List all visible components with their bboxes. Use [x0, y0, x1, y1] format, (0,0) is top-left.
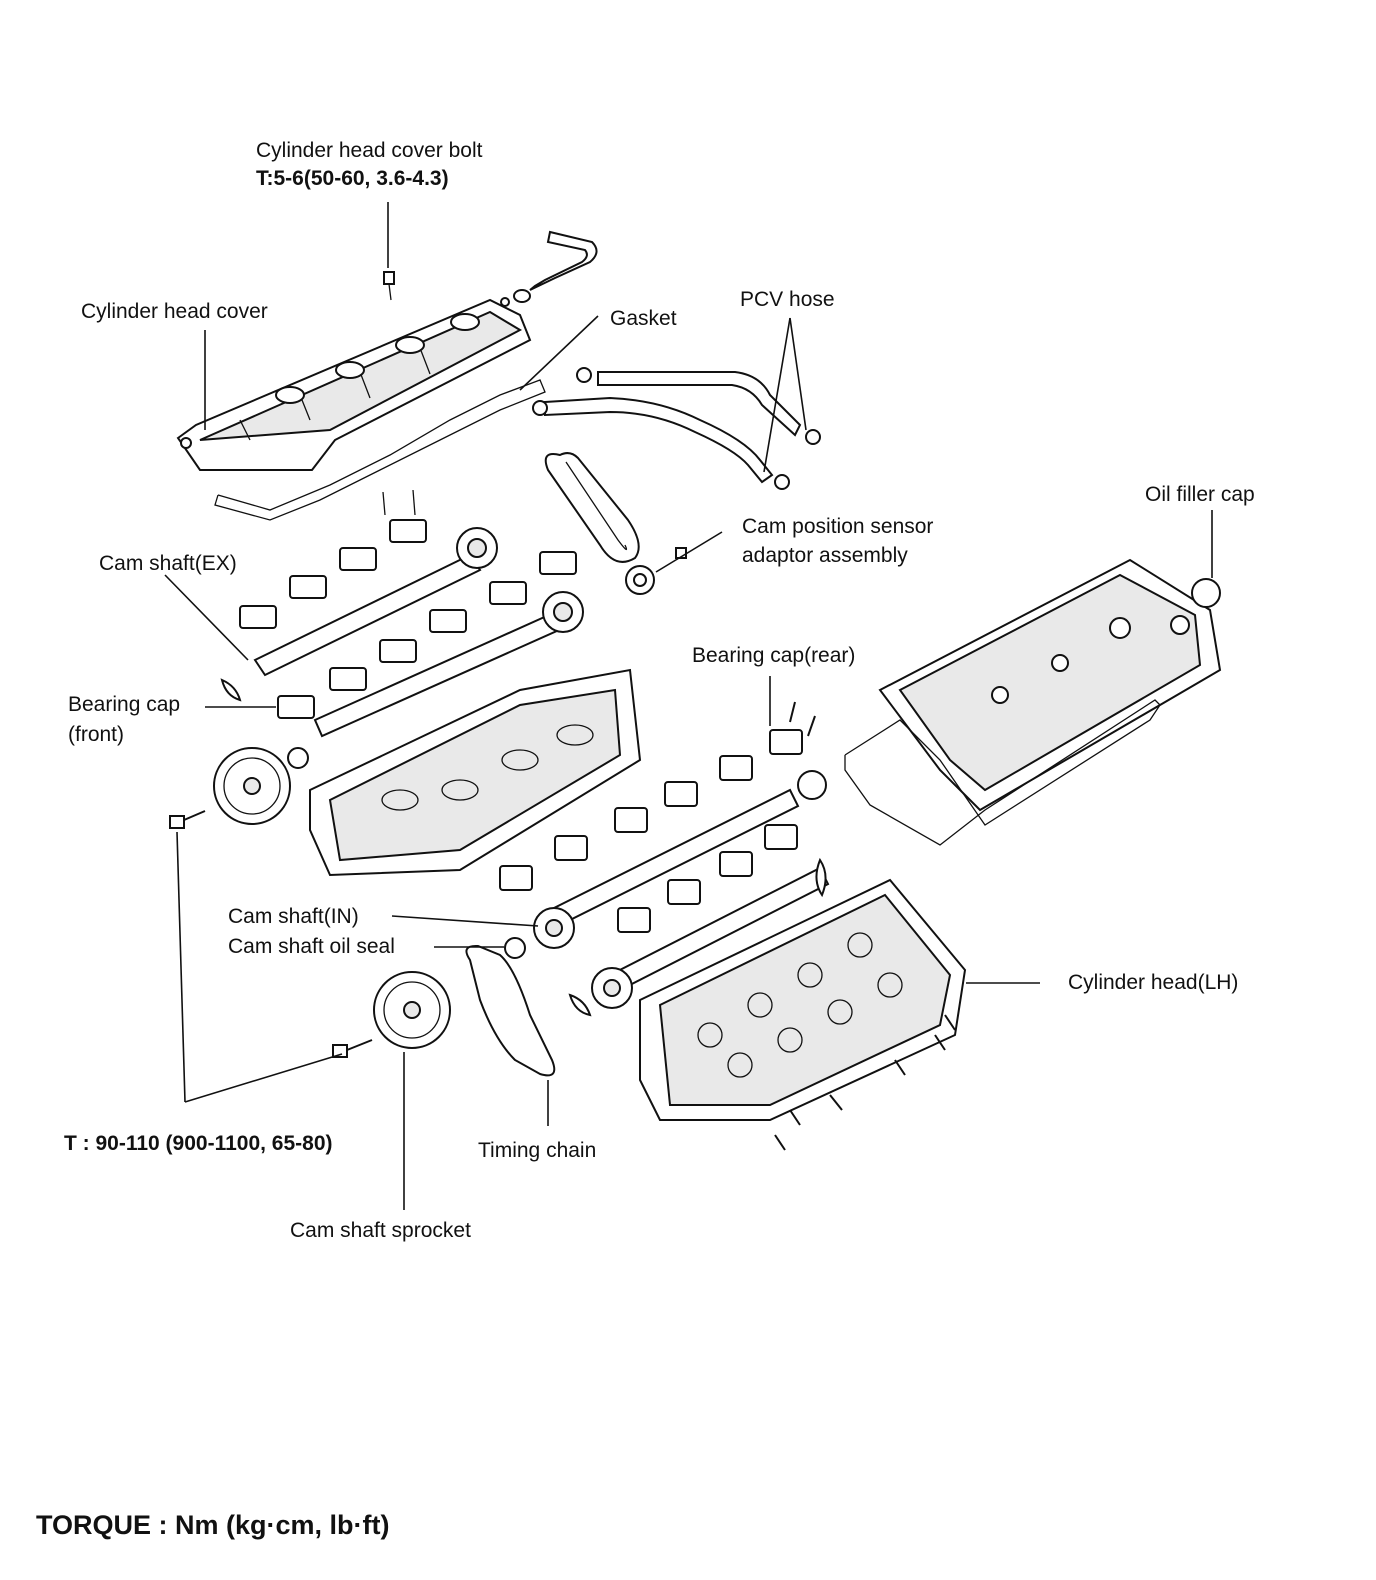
oil-filler-cap-icon — [1191, 578, 1221, 608]
cylinder-head-lh — [639, 878, 967, 1121]
breather-hose — [529, 230, 598, 291]
label-cam-sensor-1: Cam position sensor — [742, 515, 934, 538]
gasket-rh — [214, 379, 546, 521]
leader-lines — [164, 202, 1213, 1210]
camshaft-sprocket-lower — [373, 971, 451, 1049]
head-bolts-lh — [774, 1014, 956, 1151]
label-camshaft-oil-seal: Cam shaft oil seal — [228, 935, 395, 958]
cylinder-head-rh — [309, 668, 642, 877]
bearing-cap-rear-bolts — [789, 701, 816, 737]
cylinder-head-cover-lh — [878, 558, 1222, 812]
label-head-cover: Cylinder head cover — [81, 300, 268, 323]
cam-sensor-adaptor — [625, 547, 687, 595]
label-cam-sensor-2: adaptor assembly — [742, 544, 908, 567]
sprocket-in-small — [533, 907, 633, 1009]
torque-units-footer: TORQUE : Nm (kg·cm, lb·ft) — [36, 1510, 390, 1540]
label-head-cover-bolt-torque: T:5-6(50-60, 3.6-4.3) — [256, 167, 449, 190]
sprocket-bolt-lower — [332, 1039, 373, 1058]
bearing-caps-lower — [499, 729, 803, 933]
woodruff-key — [568, 993, 592, 1017]
cover-bolt-icon — [383, 271, 395, 301]
pcv-hoses — [532, 367, 821, 490]
label-sprocket-torque: T : 90-110 (900-1100, 65-80) — [64, 1132, 333, 1155]
label-head-cover-bolt: Cylinder head cover bolt — [256, 139, 483, 162]
label-cylinder-head-lh: Cylinder head(LH) — [1068, 971, 1239, 994]
timing-chain-lower — [465, 944, 556, 1077]
camshaft-ex-upper — [253, 527, 584, 738]
label-gasket: Gasket — [610, 307, 677, 330]
gasket-lh — [844, 699, 1161, 846]
label-camshaft-ex: Cam shaft(EX) — [99, 552, 237, 575]
label-camshaft-in: Cam shaft(IN) — [228, 905, 359, 928]
label-bearing-cap-front-2: (front) — [68, 723, 125, 746]
bearing-caps-upper — [239, 519, 577, 719]
oil-seal-upper — [287, 747, 309, 769]
sprocket-bolt-upper — [169, 810, 206, 829]
camshaft-sprocket-upper — [213, 747, 291, 825]
label-bearing-cap-rear: Bearing cap(rear) — [692, 644, 856, 667]
oil-seal-lower — [504, 937, 526, 959]
label-timing-chain: Timing chain — [478, 1139, 597, 1162]
label-oil-filler-cap: Oil filler cap — [1145, 483, 1255, 506]
label-camshaft-sprocket: Cam shaft sprocket — [290, 1219, 471, 1242]
label-pcv-hose: PCV hose — [740, 288, 835, 311]
cylinder-head-cover-rh — [176, 297, 532, 471]
label-bearing-cap-front-1: Bearing cap — [68, 693, 181, 716]
timing-chain-upper — [544, 452, 640, 563]
